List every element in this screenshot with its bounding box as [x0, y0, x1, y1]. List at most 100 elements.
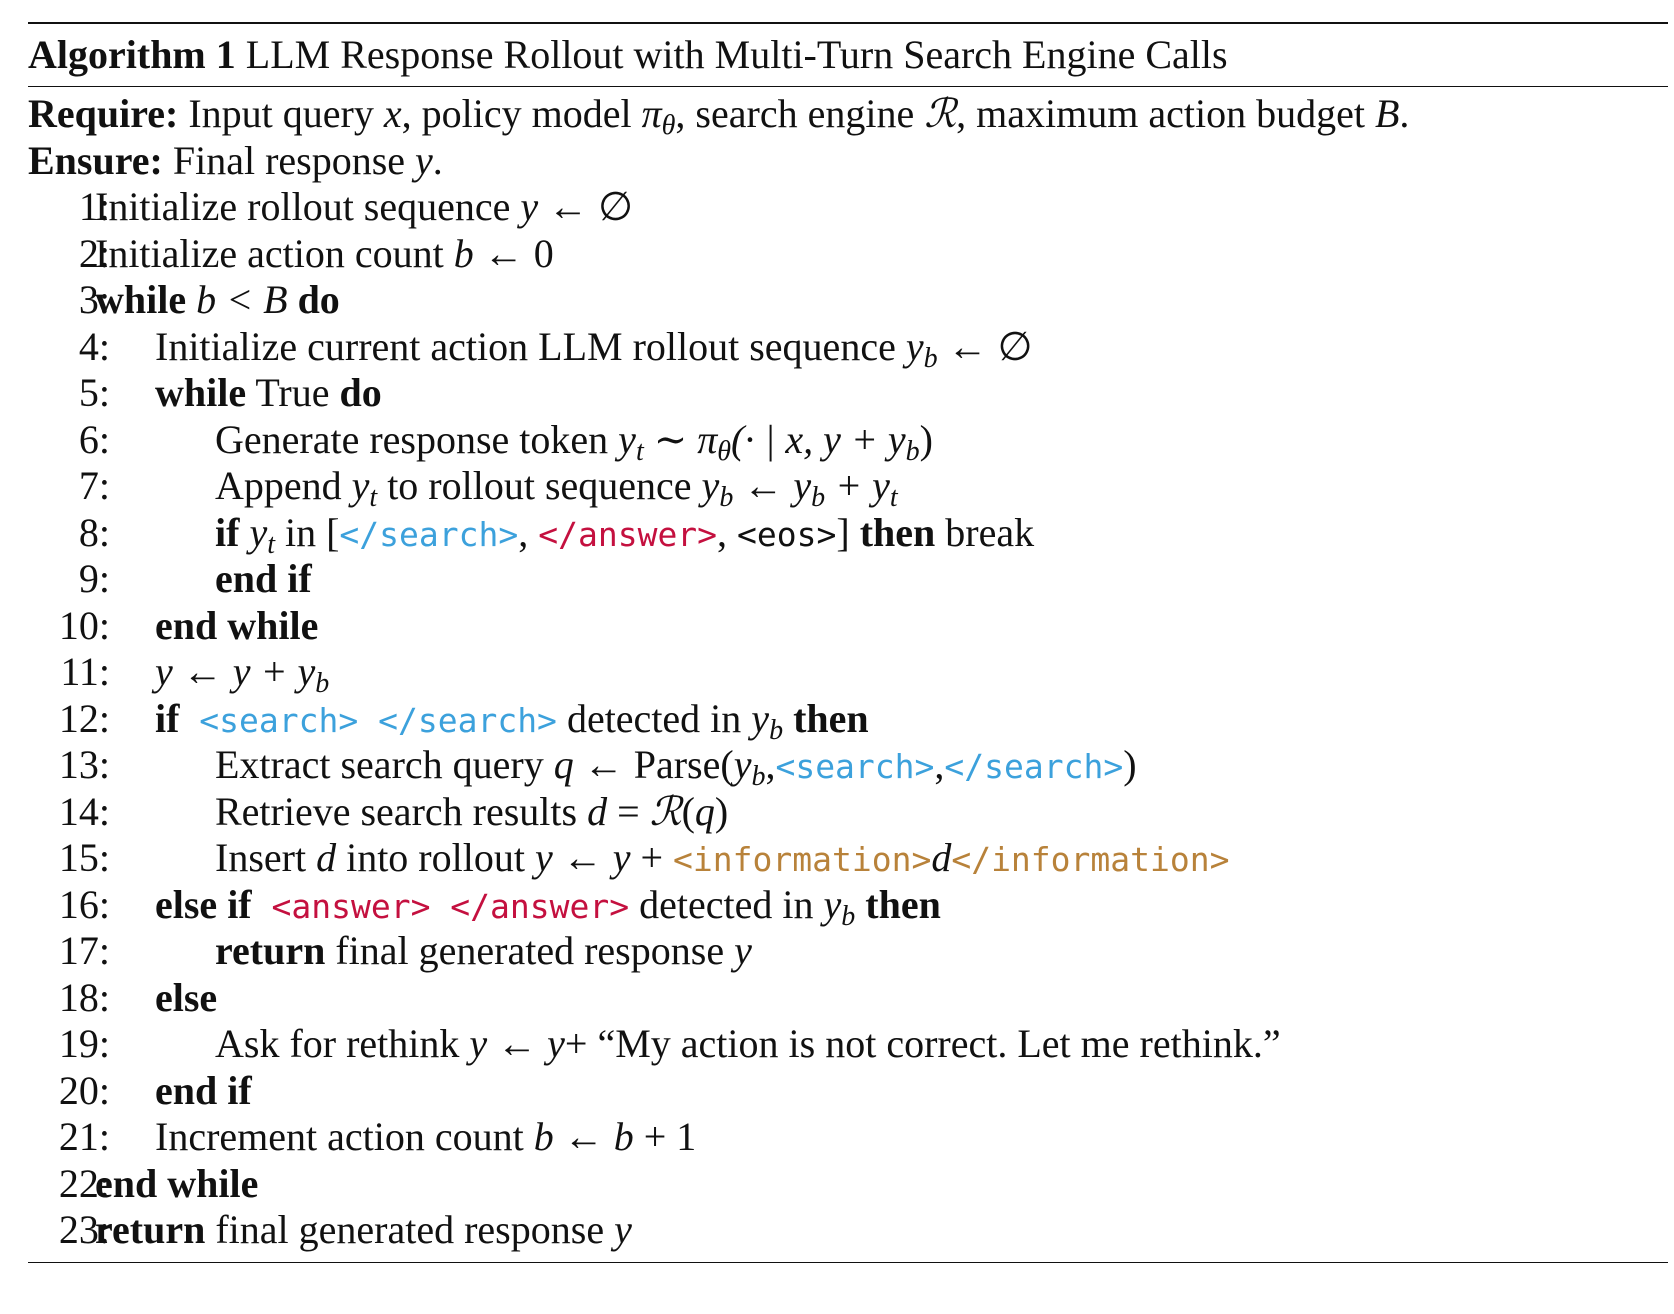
math-B: B	[1374, 91, 1400, 136]
math: y ← y	[469, 1021, 565, 1066]
line-text: detected in	[629, 881, 824, 927]
math-sub: b	[751, 761, 766, 792]
math-theta: θ	[661, 110, 676, 141]
math-sub: b	[905, 435, 920, 467]
algorithm-block: Algorithm 1 LLM Response Rollout with Mu…	[28, 22, 1668, 1263]
line-number: 8:	[78, 509, 110, 555]
math: y ← y + y	[155, 649, 316, 694]
math: (· | x, y + y	[731, 416, 906, 462]
algorithm-line-14: 14: Retrieve search results d = ℛ(q)	[28, 789, 1668, 836]
line-number: 18:	[58, 974, 110, 1020]
algorithm-line-1: 1: Initialize rollout sequence y ← ∅	[28, 184, 1668, 231]
require-text: , search engine	[675, 91, 925, 136]
ensure-label: Ensure:	[28, 137, 163, 183]
algorithm-line-2: 2: Initialize action count b ← 0	[28, 231, 1668, 278]
search-open-tag: <search>	[775, 747, 935, 786]
line-text: Increment action count	[155, 1114, 534, 1159]
algorithm-line-20: 20: end if	[28, 1068, 1668, 1115]
math: y	[239, 509, 268, 555]
algorithm-line-4: 4: Initialize current action LLM rollout…	[28, 323, 1668, 374]
math: ∼ π	[643, 416, 718, 462]
math: b < B	[186, 277, 298, 322]
require-line: Require: Input query x, policy model πθ,…	[28, 91, 1668, 141]
keyword: end while	[95, 1160, 259, 1206]
math-sub: b	[719, 482, 734, 513]
search-close-tag: </search>	[339, 514, 519, 554]
line-text: )	[1123, 742, 1137, 787]
line-text: ]	[836, 509, 860, 555]
keyword: end if	[215, 556, 312, 601]
math: y	[733, 742, 752, 787]
ensure-text: Final response	[172, 137, 416, 183]
algorithm-line-3: 3: while b < B do	[28, 277, 1668, 324]
line-text: Initialize rollout sequence	[95, 184, 521, 229]
keyword: then	[783, 695, 869, 741]
line-text: in [	[274, 509, 340, 555]
line-number: 15:	[58, 835, 110, 880]
math-sub: t	[267, 528, 275, 560]
search-close-tag: </search>	[944, 747, 1124, 786]
math: q	[553, 742, 574, 787]
line-number: 20:	[58, 1067, 110, 1113]
line-number: 3:	[78, 277, 110, 322]
line-number: 23:	[58, 1207, 110, 1252]
information-close-tag: </information>	[951, 840, 1230, 879]
line-text: ,	[717, 509, 738, 555]
math: q	[694, 788, 715, 834]
math: d	[931, 835, 952, 880]
algorithm-body: Require: Input query x, policy model πθ,…	[28, 87, 1668, 1262]
search-close-tag: </search>	[358, 700, 557, 740]
keyword: if	[215, 509, 240, 555]
math: ← ∅	[538, 184, 633, 229]
math: y	[520, 184, 539, 229]
keyword: while	[95, 277, 187, 322]
require-label: Require:	[28, 91, 179, 136]
require-text: , maximum action budget	[956, 91, 1375, 136]
math: y	[905, 323, 924, 369]
math: y	[614, 1207, 632, 1252]
line-text: Retrieve search results	[215, 788, 588, 834]
math-sub: b	[811, 482, 826, 513]
line-text: +	[630, 835, 674, 880]
line-number: 10:	[58, 602, 110, 648]
math: )	[919, 416, 933, 462]
math-R: ℛ	[924, 91, 957, 136]
ensure-line: Ensure: Final response y.	[28, 138, 1668, 185]
algorithm-line-10: 10: end while	[28, 603, 1668, 650]
keyword: do	[297, 277, 340, 322]
math: ← 0	[473, 230, 554, 276]
math-y: y	[415, 137, 433, 183]
math: d	[316, 835, 337, 880]
line-number: 14:	[58, 788, 110, 834]
algorithm-line-18: 18: else	[28, 975, 1668, 1022]
line-text: ,	[934, 742, 945, 787]
math-sub: b	[923, 342, 938, 374]
math: y ← y	[534, 835, 631, 880]
math: + y	[825, 463, 890, 508]
math: y	[351, 463, 370, 508]
line-text: (	[681, 788, 695, 834]
line-number: 22:	[58, 1160, 110, 1206]
answer-close-tag: </answer>	[538, 514, 718, 554]
line-text: break	[935, 509, 1035, 555]
math-pi: π	[641, 91, 662, 136]
algorithm-line-16: 16: else if <answer> </answer> detected …	[28, 881, 1668, 931]
line-text: to rollout sequence	[377, 463, 702, 508]
algorithm-line-7: 7: Append yt to rollout sequence yb ← yb…	[28, 463, 1668, 513]
line-number: 19:	[58, 1021, 110, 1066]
keyword: end while	[155, 602, 319, 648]
math-sub: t	[369, 482, 378, 513]
algorithm-line-19: 19: Ask for rethink y ← y+ “My action is…	[28, 1021, 1668, 1068]
line-number: 21:	[58, 1114, 110, 1159]
line-text: final generated response	[205, 1207, 615, 1252]
eos-tag: <eos>	[737, 514, 837, 554]
search-open-tag: <search>	[179, 700, 359, 740]
keyword: end if	[155, 1067, 252, 1113]
line-text: ← Parse(	[573, 742, 734, 787]
math-sub: θ	[717, 435, 732, 467]
answer-close-tag: </answer>	[430, 886, 630, 926]
keyword: if	[155, 695, 180, 741]
math: b	[453, 230, 474, 276]
keyword: while	[155, 370, 247, 415]
math-x: x	[383, 91, 402, 136]
